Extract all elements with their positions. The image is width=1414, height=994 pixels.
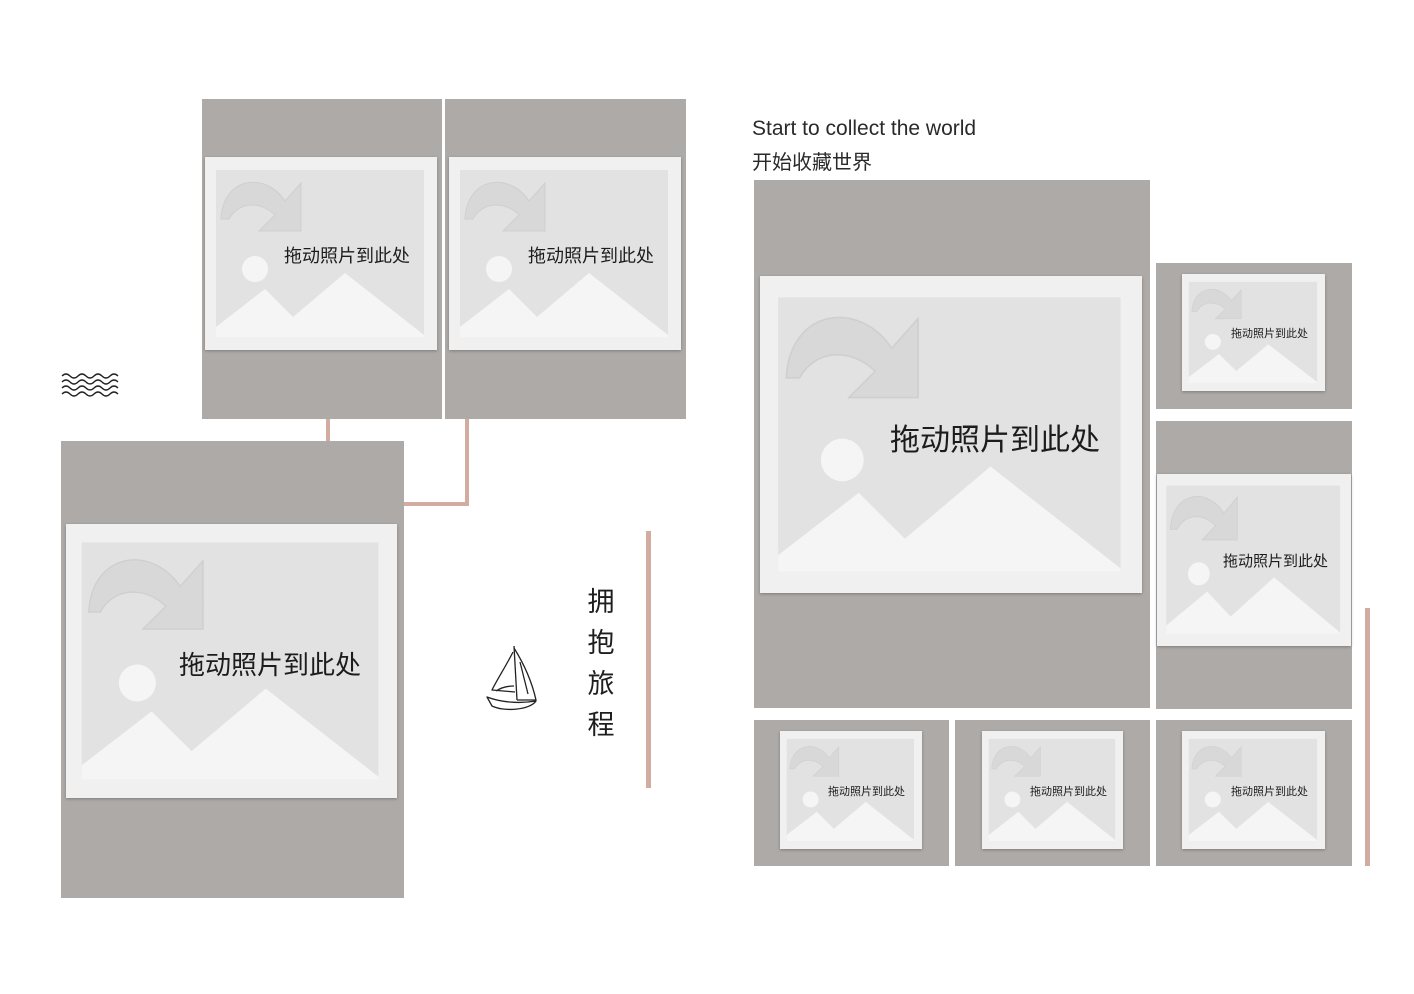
heading-english: Start to collect the world [752,117,977,140]
photo-drop-zone[interactable]: 拖动照片到此处 [205,157,437,350]
connector-line-right-horizontal [404,502,469,506]
drag-photo-icon [460,170,668,337]
vertical-phrase-char: 程 [587,710,615,741]
drag-photo-icon [786,738,915,842]
photo-drop-zone[interactable]: 拖动照片到此处 [449,157,681,350]
photo-drop-zone[interactable]: 拖动照片到此处 [982,731,1123,849]
photo-drop-zone[interactable]: 拖动照片到此处 [66,524,397,798]
photo-drop-zone[interactable]: 拖动照片到此处 [1182,731,1325,849]
drop-zone-label: 拖动照片到此处 [828,785,905,798]
heading-chinese: 开始收藏世界 [752,150,872,174]
waves-icon [61,373,119,397]
drop-zone-label: 拖动照片到此处 [1030,785,1107,798]
drop-zone-label: 拖动照片到此处 [1223,552,1329,570]
photo-drop-zone[interactable]: 拖动照片到此处 [1182,274,1325,391]
connector-line-right-vertical [465,419,469,506]
sailboat-icon [486,645,537,711]
vertical-phrase-char: 抱 [587,628,615,659]
photo-drop-zone[interactable]: 拖动照片到此处 [780,731,922,849]
connector-line-left [326,419,330,441]
vertical-accent-line [646,531,651,788]
drag-photo-icon [778,297,1121,572]
drop-zone-label: 拖动照片到此处 [1231,327,1308,340]
drop-zone-label: 拖动照片到此处 [179,651,362,681]
vertical-phrase-char: 拥 [587,587,615,618]
photo-drop-zone[interactable]: 拖动照片到此处 [1157,474,1351,646]
right-edge-accent-line [1365,608,1370,866]
drop-zone-label: 拖动照片到此处 [1231,785,1308,798]
photo-drop-zone[interactable]: 拖动照片到此处 [760,276,1142,593]
drag-photo-icon [1166,485,1341,635]
drag-photo-icon [1188,281,1317,384]
vertical-phrase-char: 旅 [587,669,615,700]
drop-zone-label: 拖动照片到此处 [284,246,410,267]
drag-photo-icon [1188,738,1317,842]
drag-photo-icon [81,542,379,780]
drag-photo-icon [216,170,424,337]
drag-photo-icon [988,738,1116,842]
drop-zone-label: 拖动照片到此处 [890,423,1100,458]
drop-zone-label: 拖动照片到此处 [528,246,654,267]
